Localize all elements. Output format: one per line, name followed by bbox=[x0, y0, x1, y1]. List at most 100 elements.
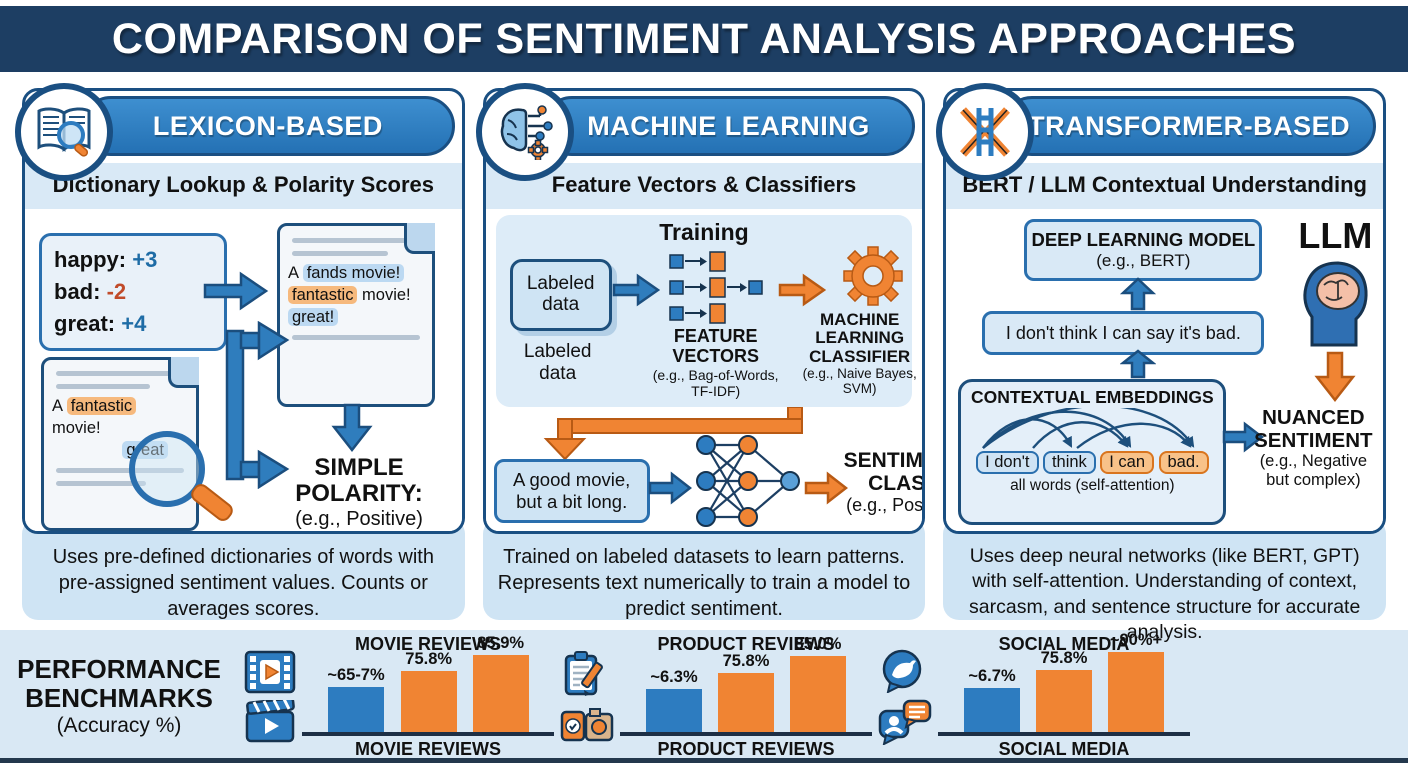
elbow-arrow bbox=[543, 407, 803, 461]
doc-line bbox=[292, 251, 388, 256]
social-media-chart: SOCIAL MEDIA ~6.7% 75.8% ~90%+ bbox=[938, 631, 1190, 760]
bracket-flow-arrow bbox=[225, 321, 290, 489]
benchmark-group-movies: MOVIE REVIEWS ~65-7% 75.8% 85.9% bbox=[238, 634, 554, 760]
chart-baseline bbox=[620, 732, 872, 736]
bar bbox=[472, 654, 529, 734]
bar bbox=[400, 670, 457, 734]
transformer-content: DEEP LEARNING MODEL (e.g., BERT) I don't… bbox=[946, 209, 1384, 531]
bars: ~6.3% 75.8% 85.0% bbox=[626, 635, 866, 734]
column-machine-learning: MACHINE LEARNING Feature Vectors & Class… bbox=[475, 83, 926, 620]
lexicon-header-pill: LEXICON-BASED bbox=[81, 96, 455, 156]
benchmarks-title-line: BENCHMARKS bbox=[25, 683, 213, 714]
lexicon-content: happy: +3 bad: -2 great: +4 A fands movi… bbox=[25, 209, 462, 531]
benchmark-group-social: SOCIAL MEDIA ~6.7% 75.8% ~90%+ bbox=[872, 631, 1190, 760]
result-line: SENTIMENT bbox=[1254, 428, 1373, 452]
doc-text: A fands movie! bbox=[288, 264, 424, 283]
page-fold bbox=[168, 357, 199, 388]
doc-line bbox=[56, 371, 184, 376]
token-chips-row: I don't think I can bad. bbox=[961, 451, 1223, 474]
column-lexicon: LEXICON-BASED Dictionary Lookup & Polari… bbox=[15, 83, 465, 620]
ml-header-pill: MACHINE LEARNING bbox=[541, 96, 916, 156]
chart-baseline bbox=[302, 732, 554, 736]
model-box-title: DEEP LEARNING MODEL bbox=[1031, 229, 1256, 250]
bar bbox=[790, 655, 846, 734]
down-arrow-icon bbox=[1314, 351, 1356, 403]
dict-word: bad: bbox=[54, 278, 101, 304]
transformer-icon bbox=[936, 83, 1035, 181]
columns-row: LEXICON-BASED Dictionary Lookup & Polari… bbox=[15, 83, 1387, 643]
lexicon-result: SIMPLE POLARITY: (e.g., Positive) bbox=[279, 454, 439, 531]
sentence-box: I don't think I can say it's bad. bbox=[982, 311, 1265, 355]
benchmarks-title-line: PERFORMANCE bbox=[17, 653, 221, 684]
ml-description: Trained on labeled datasets to learn pat… bbox=[482, 518, 926, 620]
bars: ~6.7% 75.8% ~90%+ bbox=[944, 631, 1184, 734]
right-arrow-icon bbox=[1223, 421, 1265, 453]
bar-value-label: ~6.7% bbox=[968, 666, 1016, 685]
result-line: NUANCED bbox=[1262, 406, 1365, 429]
model-box-sub: (e.g., BERT) bbox=[1096, 251, 1191, 270]
doc-text: movie! bbox=[52, 419, 188, 438]
feature-vectors-label: FEATURE VECTORS (e.g., Bag-of-Words,TF-I… bbox=[646, 326, 786, 399]
llm-label: LLM bbox=[1298, 215, 1373, 256]
ml-title: MACHINE LEARNING bbox=[587, 110, 870, 141]
twitter-bubble-icon bbox=[882, 649, 922, 693]
bar-transformer: 85.0% bbox=[790, 635, 846, 734]
transformer-result: NUANCED SENTIMENT (e.g., Negative but co… bbox=[1246, 406, 1380, 490]
token-chip: think bbox=[1042, 451, 1096, 474]
bar-value-label: ~90%+ bbox=[1110, 631, 1162, 650]
bar-value-label: 85.0% bbox=[794, 634, 842, 653]
chart-title: PRODUCT REVIEWS bbox=[657, 633, 835, 654]
doc-text: great! bbox=[288, 308, 424, 327]
result-sub: (e.g., Positive) bbox=[846, 495, 923, 516]
bar bbox=[1108, 651, 1164, 734]
doc-word: movie! bbox=[362, 286, 411, 304]
person-chat-icon bbox=[878, 699, 932, 745]
bars: ~65-7% 75.8% 85.9% bbox=[308, 634, 548, 734]
bar-ml: 75.8% bbox=[718, 652, 774, 734]
bar-value-label: ~65-7% bbox=[327, 665, 385, 684]
product-icons bbox=[560, 650, 614, 744]
doc-line bbox=[56, 481, 146, 486]
labeled-data-caption: Labeled data bbox=[510, 341, 606, 385]
lexicon-subtitle: Dictionary Lookup & Polarity Scores bbox=[25, 163, 462, 209]
chart-axis-label: MOVIE REVIEWS bbox=[354, 738, 502, 759]
bar-value-label: ~6.3% bbox=[650, 667, 698, 686]
training-label: Training bbox=[659, 219, 749, 245]
token-chip: I can bbox=[1100, 451, 1155, 474]
movie-icons bbox=[244, 650, 296, 744]
doc-line bbox=[292, 335, 420, 340]
highlighted-word: fantastic bbox=[288, 286, 358, 304]
result-sub: (e.g., Negative bbox=[1259, 452, 1367, 471]
bar bbox=[328, 686, 384, 734]
lexicon-card: LEXICON-BASED Dictionary Lookup & Polari… bbox=[15, 83, 465, 534]
transformer-card: TRANSFORMER-BASED BERT / LLM Contextual … bbox=[936, 83, 1387, 534]
result-line: SIMPLE bbox=[314, 454, 404, 481]
transformer-subtitle: BERT / LLM Contextual Understanding bbox=[946, 163, 1384, 209]
sentence-text: I don't think I can say it's bad. bbox=[1005, 322, 1241, 343]
transformer-header-pill: TRANSFORMER-BASED bbox=[1002, 96, 1377, 156]
dict-score: +4 bbox=[121, 310, 147, 336]
film-strip-icon bbox=[244, 650, 296, 693]
lexicon-title: LEXICON-BASED bbox=[152, 110, 383, 141]
bar bbox=[1036, 669, 1092, 734]
page-fold bbox=[404, 223, 435, 254]
fv-sub: (e.g., Bag-of-Words, bbox=[652, 366, 779, 383]
neural-network-icon bbox=[695, 435, 800, 527]
classifier-label: MACHINE LEARNING CLASSIFIER (e.g., Naive… bbox=[796, 310, 923, 396]
movie-reviews-chart: MOVIE REVIEWS ~65-7% 75.8% 85.9% bbox=[302, 634, 554, 760]
ml-card: MACHINE LEARNING Feature Vectors & Class… bbox=[475, 83, 926, 534]
right-arrow-icon bbox=[203, 271, 269, 311]
chart-axis-label: SOCIAL MEDIA bbox=[998, 738, 1130, 759]
self-attention-arcs bbox=[982, 408, 1195, 449]
chart-title: SOCIAL MEDIA bbox=[998, 633, 1130, 654]
doc-word: A bbox=[52, 397, 63, 415]
fv-sub: TF-IDF) bbox=[691, 382, 741, 399]
training-panel: Training Labeled data Labeled data bbox=[495, 215, 917, 407]
up-arrow-icon bbox=[1120, 349, 1157, 379]
dict-entry: bad: -2 bbox=[54, 276, 212, 308]
up-arrow-icon bbox=[1120, 277, 1157, 311]
doc-text: A fantastic bbox=[52, 397, 188, 416]
doc-line bbox=[56, 468, 184, 473]
review-document: A fands movie! fantastic movie! great! bbox=[277, 223, 435, 407]
